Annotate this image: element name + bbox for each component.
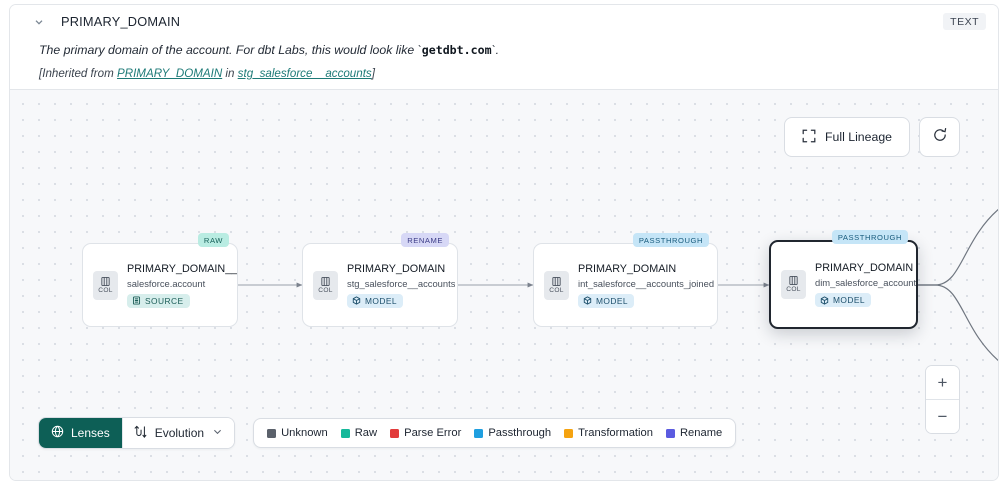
cube-icon [820, 295, 829, 305]
col-chip-label: COL [549, 286, 564, 294]
node-tag-badge: RENAME [401, 233, 449, 247]
lineage-node[interactable]: PASSTHROUGH COL PRIMARY_DOMAIN int_sales… [533, 233, 718, 327]
zoom-in-button[interactable]: + [926, 366, 959, 399]
inherited-prefix: [Inherited from [39, 66, 117, 80]
node-kind-label: MODEL [596, 295, 629, 306]
lenses-button[interactable]: Lenses [39, 418, 122, 448]
legend-label: Raw [354, 427, 378, 439]
lens-icon [51, 425, 64, 441]
evolution-icon [134, 425, 147, 442]
legend-swatch [340, 428, 350, 438]
column-icon [552, 276, 561, 286]
node-kind-badge: MODEL [578, 293, 635, 308]
node-subtitle: int_salesforce__accounts_joined [578, 277, 715, 289]
column-icon [789, 276, 798, 286]
node-kind-badge: MODEL [347, 293, 404, 308]
zoom-out-button[interactable]: − [926, 400, 959, 433]
column-icon [321, 276, 330, 286]
column-type-badge: TEXT [943, 13, 986, 30]
inherited-column-link[interactable]: PRIMARY_DOMAIN [116, 66, 223, 80]
panel-frame: PRIMARY_DOMAIN TEXT The primary domain o… [9, 4, 999, 481]
page-title: PRIMARY_DOMAIN [61, 14, 181, 29]
legend-swatch [390, 428, 400, 438]
node-kind-label: SOURCE [145, 295, 184, 306]
node-kind-label: MODEL [833, 295, 866, 305]
col-chip-label: COL [786, 286, 801, 294]
inherited-suffix: ] [371, 66, 375, 80]
col-chip: COL [313, 270, 338, 300]
node-body: PRIMARY_DOMAIN int_salesforce__accounts_… [578, 263, 714, 308]
description-text-post: `. [491, 43, 500, 57]
node-body: PRIMARY_DOMAIN__C salesforce.account SOU… [127, 263, 237, 308]
cube-icon [583, 296, 592, 305]
legend-item: Unknown [267, 427, 328, 439]
zoom-controls: + − [925, 365, 960, 434]
legend-label: Passthrough [488, 427, 552, 439]
node-name: PRIMARY_DOMAIN [347, 262, 446, 275]
lineage-node[interactable]: RAW COL PRIMARY_DOMAIN__C salesforce.acc… [82, 233, 238, 327]
evolution-dropdown[interactable]: Evolution [121, 418, 235, 448]
node-tag-badge: PASSTHROUGH [831, 230, 908, 244]
full-lineage-button[interactable]: Full Lineage [784, 117, 910, 157]
lineage-node-selected[interactable]: PASSTHROUGH COL PRIMARY_DOMAIN dim_sales… [769, 230, 918, 329]
node-subtitle: salesforce.account [127, 277, 206, 289]
legend-swatch [267, 428, 277, 438]
zoom-divider [926, 399, 959, 400]
database-icon [132, 296, 141, 305]
node-body: PRIMARY_DOMAIN stg_salesforce__accounts … [347, 263, 455, 308]
expand-icon [802, 129, 816, 146]
inherited-model-link[interactable]: stg_salesforce__accounts [237, 66, 372, 80]
legend-swatch [474, 428, 484, 438]
col-chip: COL [544, 270, 569, 300]
lineage-canvas[interactable]: Full Lineage RAW [10, 90, 998, 480]
column-header: PRIMARY_DOMAIN TEXT The primary domain o… [10, 5, 998, 90]
description-code: getdbt.com [421, 43, 492, 57]
column-icon [101, 276, 110, 286]
node-tag-badge: RAW [197, 233, 229, 247]
col-chip-label: COL [318, 286, 333, 294]
inherited-mid: in [222, 66, 238, 80]
legend-label: Parse Error [404, 427, 462, 439]
column-description: The primary domain of the account. For d… [10, 38, 998, 60]
legend-item: Passthrough [474, 427, 551, 439]
legend-label: Unknown [281, 427, 328, 439]
legend-item: Transformation [564, 427, 653, 439]
node-subtitle: dim_salesforce_accounts [815, 277, 916, 288]
cube-icon [352, 296, 361, 305]
node-name: PRIMARY_DOMAIN [578, 262, 677, 275]
chevron-down-icon[interactable] [31, 14, 47, 30]
legend-swatch [564, 428, 574, 438]
col-chip-label: COL [98, 286, 113, 294]
node-kind-badge: MODEL [815, 293, 872, 307]
lineage-legend: Unknown Raw Parse Error Passthrough [253, 418, 737, 448]
node-name: PRIMARY_DOMAIN [815, 262, 914, 274]
lens-control-group: Lenses Evolution [38, 417, 236, 449]
evolution-label: Evolution [154, 426, 205, 440]
lineage-bottom-bar: Lenses Evolution [38, 417, 737, 449]
lenses-label: Lenses [71, 426, 110, 440]
legend-item: Rename [665, 427, 723, 439]
refresh-icon [932, 127, 948, 148]
node-subtitle: stg_salesforce__accounts [347, 277, 456, 289]
node-tag-badge: PASSTHROUGH [632, 233, 709, 247]
inherited-from-line: [Inherited from PRIMARY_DOMAIN in stg_sa… [10, 60, 998, 80]
legend-label: Transformation [578, 427, 653, 439]
refresh-button[interactable] [919, 117, 960, 157]
node-name: PRIMARY_DOMAIN__C [127, 262, 237, 275]
node-body: PRIMARY_DOMAIN dim_salesforce_accounts M… [815, 262, 916, 307]
col-chip: COL [781, 270, 806, 299]
lineage-node[interactable]: RENAME COL PRIMARY_DOMAIN stg_salesforce… [302, 233, 458, 327]
chevron-down-icon [212, 426, 223, 440]
description-text-pre: The primary domain of the account. For d… [39, 43, 422, 57]
legend-label: Rename [679, 427, 723, 439]
legend-item: Parse Error [390, 427, 461, 439]
column-header-row: PRIMARY_DOMAIN TEXT [10, 5, 998, 38]
lineage-toolbar: Full Lineage [784, 117, 960, 157]
legend-item: Raw [340, 427, 378, 439]
full-lineage-label: Full Lineage [825, 130, 892, 144]
col-chip: COL [93, 270, 118, 300]
node-kind-badge: SOURCE [127, 293, 190, 308]
legend-swatch [665, 428, 675, 438]
node-kind-label: MODEL [365, 295, 398, 306]
